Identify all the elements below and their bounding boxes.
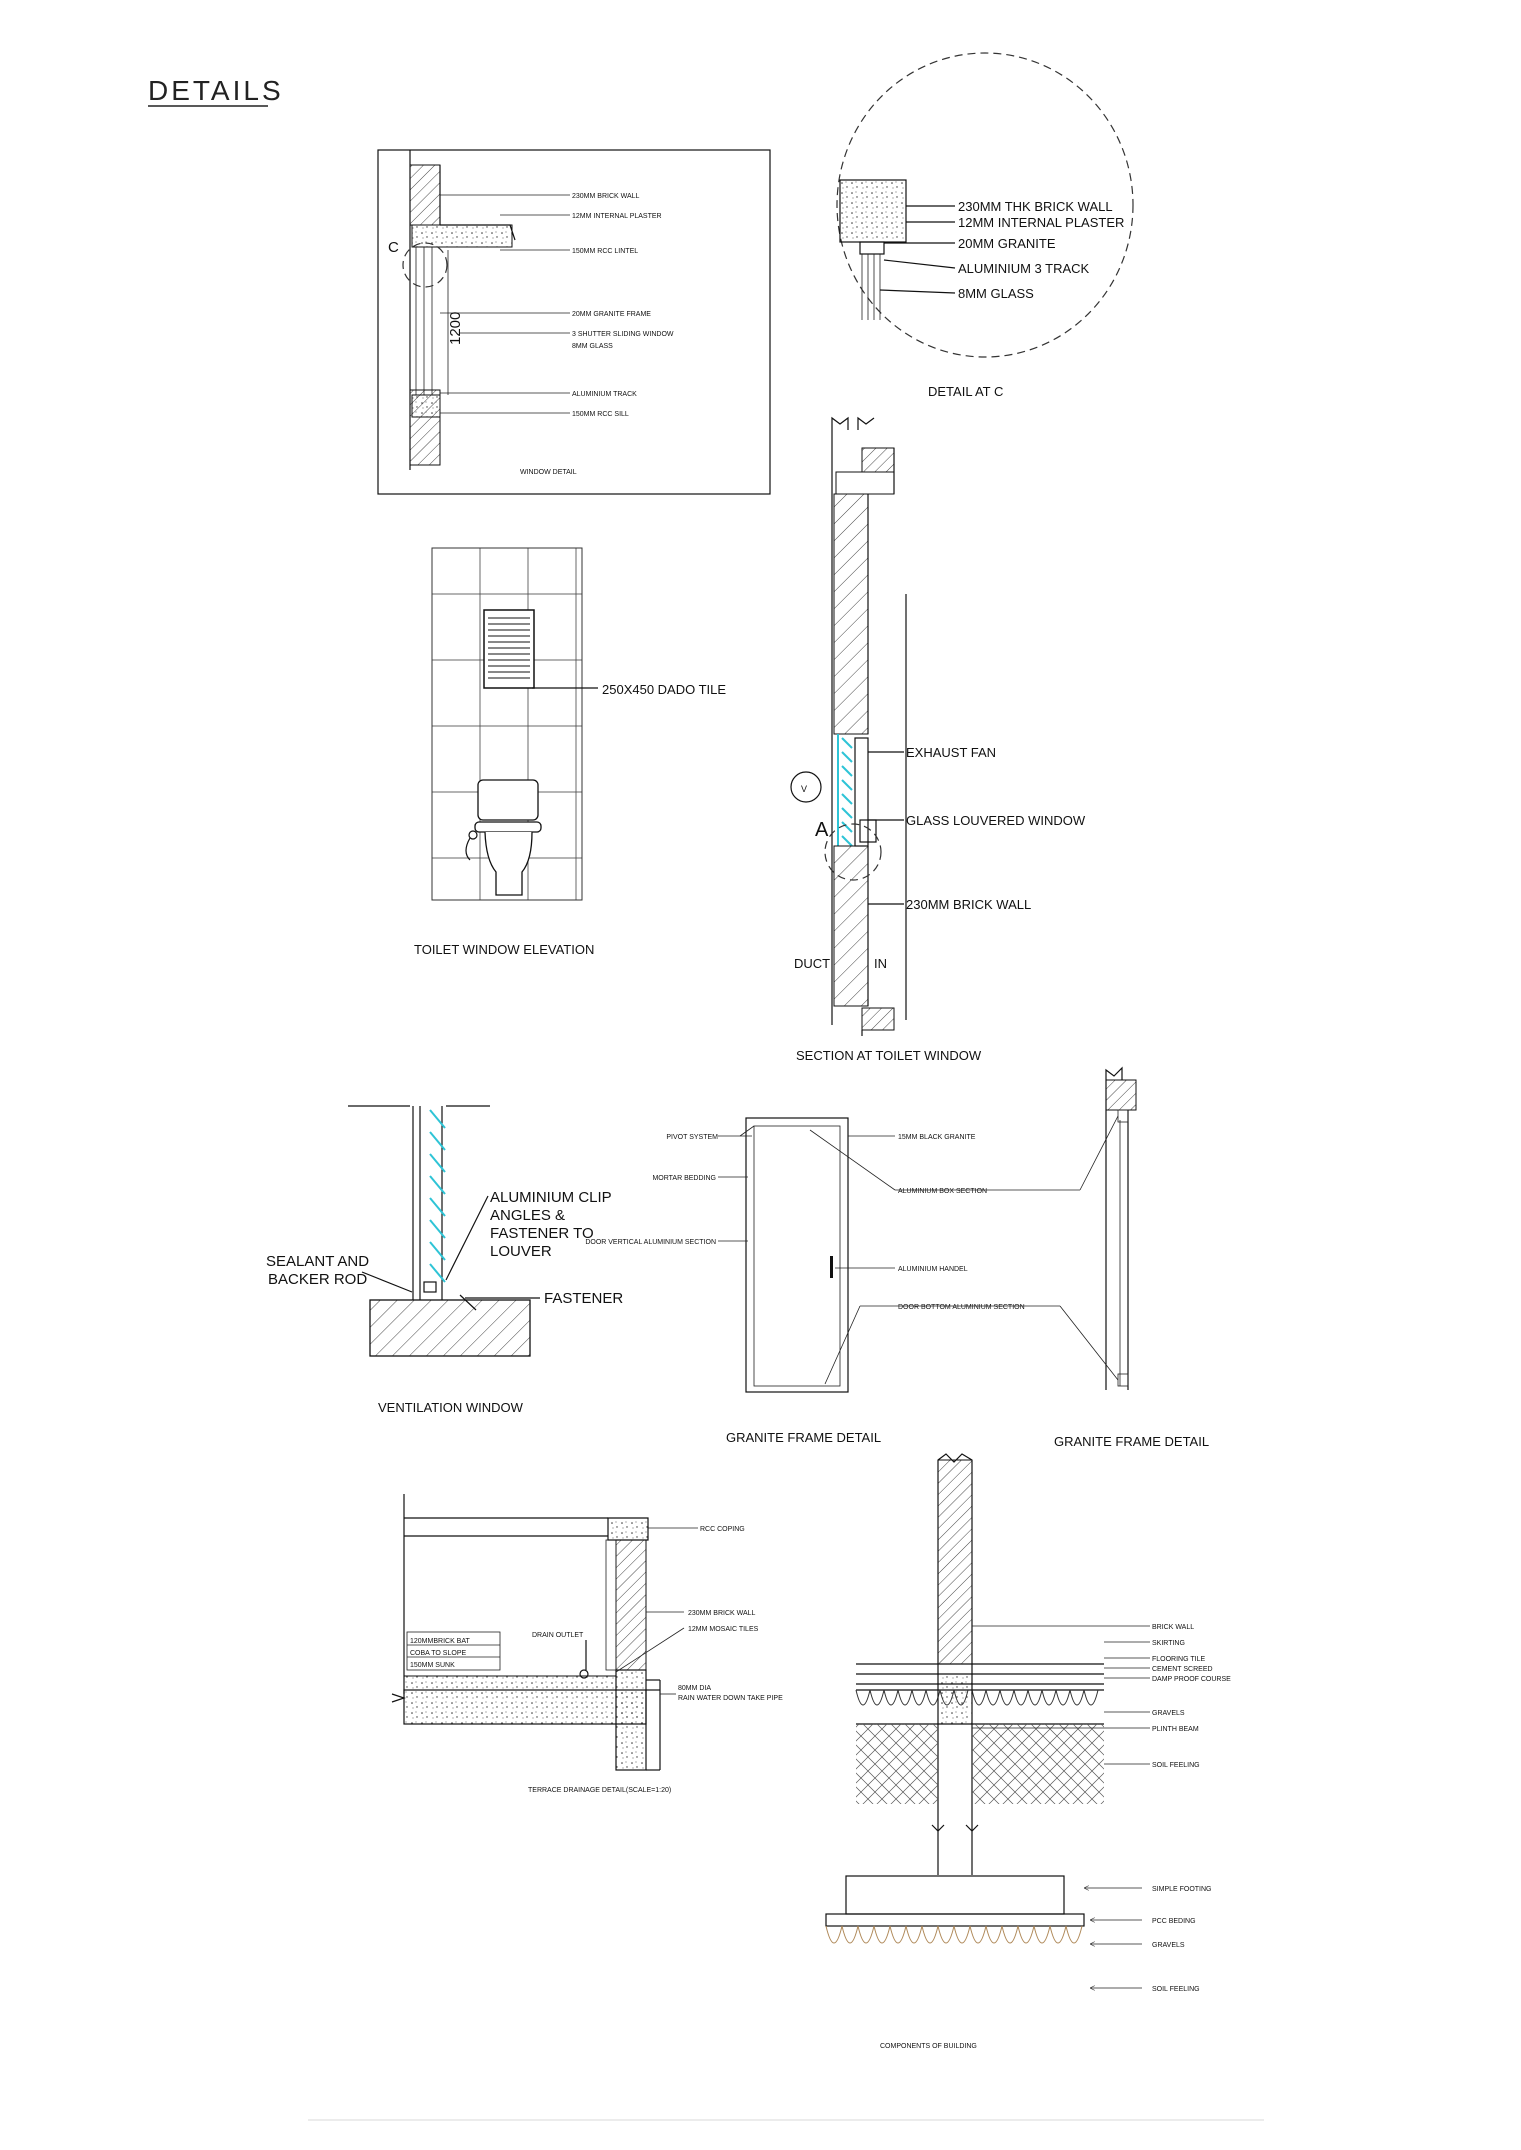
components-label-5: GRAVELS (1152, 1710, 1185, 1717)
window-dimension: 1200 (447, 312, 464, 345)
page-title: DETAILS (148, 75, 284, 106)
detail-c-label-4: 8MM GLASS (958, 286, 1034, 301)
toilet-section-label-0: EXHAUST FAN (906, 745, 996, 760)
a-mark: A (815, 819, 829, 841)
ventilation-sill (369, 1299, 531, 1357)
terrace-label-1: 230MM BRICK WALL (688, 1610, 756, 1617)
terrace-box-line-0: 120MMBRICK BAT (410, 1638, 470, 1645)
detail-at-c: 230MM THK BRICK WALL 12MM INTERNAL PLAST… (836, 52, 1134, 399)
window-detail: 1200 C 230MM BRICK WALL 12MM INTERNAL PL… (377, 149, 771, 495)
granite1-left-label-1: MORTAR BEDDING (652, 1175, 716, 1182)
v-mark: V (801, 784, 807, 794)
clip-line-3: LOUVER (490, 1243, 552, 1260)
window-label-2: 150MM RCC LINTEL (572, 248, 638, 255)
detail-c-label-0: 230MM THK BRICK WALL (958, 199, 1113, 214)
components-of-building: BRICK WALL SKIRTING FLOORING TILE CEMENT… (825, 1453, 1231, 2050)
toilet-section-caption: SECTION AT TOILET WINDOW (796, 1048, 982, 1063)
granite1-right-label-2: ALUMINIUM HANDEL (898, 1266, 968, 1273)
v-marker (790, 771, 822, 803)
callout-circle-c (402, 242, 448, 288)
window-label-4: 3 SHUTTER SLIDING WINDOW (572, 331, 674, 338)
granite-frame-detail-1: PIVOT SYSTEM MORTAR BEDDING DOOR VERTICA… (585, 1117, 1025, 1445)
in-label: IN (874, 956, 887, 971)
terrace-box-line-2: 150MM SUNK (410, 1662, 455, 1669)
clip-line-0: ALUMINIUM CLIP (490, 1189, 612, 1206)
ventilation-caption: VENTILATION WINDOW (378, 1400, 524, 1415)
granite1-left-label-2: DOOR VERTICAL ALUMINIUM SECTION (585, 1239, 716, 1246)
window-label-6: ALUMINIUM TRACK (572, 391, 637, 398)
components-label-11: SOIL FEELING (1152, 1986, 1200, 1993)
detail-c-label-1: 12MM INTERNAL PLASTER (958, 215, 1124, 230)
window-label-1: 12MM INTERNAL PLASTER (572, 213, 662, 220)
detail-c-boundary (836, 52, 1134, 358)
toilet-section-label-2: 230MM BRICK WALL (906, 897, 1031, 912)
terrace-label-3: 80MM DIA (678, 1685, 711, 1692)
components-label-10: GRAVELS (1152, 1942, 1185, 1949)
window-label-7: 150MM RCC SILL (572, 411, 629, 418)
window-label-5: 8MM GLASS (572, 343, 613, 350)
components-caption: COMPONENTS OF BUILDING (880, 2043, 977, 2050)
clip-line-2: FASTENER TO (490, 1225, 594, 1242)
detail-c-label-3: ALUMINIUM 3 TRACK (958, 261, 1090, 276)
components-label-4: DAMP PROOF COURSE (1152, 1676, 1231, 1683)
components-label-1: SKIRTING (1152, 1640, 1185, 1647)
granite1-right-label-0: 15MM BLACK GRANITE (898, 1134, 976, 1141)
clip-line-1: ANGLES & (490, 1207, 565, 1224)
louvered-window (483, 609, 535, 689)
duct-label: DUCT (794, 956, 830, 971)
granite1-right-label-3: DOOR BOTTOM ALUMINIUM SECTION (898, 1304, 1025, 1311)
sealant-line-0: SEALANT AND (266, 1253, 369, 1270)
components-label-7: SOIL FEELING (1152, 1762, 1200, 1769)
dado-tile-label: 250X450 DADO TILE (602, 682, 726, 697)
drain-outlet-label: DRAIN OUTLET (532, 1632, 584, 1639)
toilet-section-label-1: GLASS LOUVERED WINDOW (906, 813, 1086, 828)
granite-frame-detail-2: GRANITE FRAME DETAIL (895, 1066, 1209, 1449)
window-label-0: 230MM BRICK WALL (572, 193, 640, 200)
toilet-fixture (465, 779, 542, 896)
terrace-box-line-1: COBA TO SLOPE (410, 1650, 466, 1657)
granite2-caption: GRANITE FRAME DETAIL (1054, 1434, 1209, 1449)
components-label-8: SIMPLE FOOTING (1152, 1886, 1212, 1893)
terrace-label-4: RAIN WATER DOWN TAKE PIPE (678, 1695, 783, 1702)
terrace-label-0: RCC COPING (700, 1526, 745, 1533)
toilet-window-elevation: 250X450 DADO TILE TOILET WINDOW ELEVATIO… (414, 547, 726, 957)
window-label-3: 20MM GRANITE FRAME (572, 311, 651, 318)
callout-c: C (388, 239, 399, 256)
terrace-label-2: 12MM MOSAIC TILES (688, 1626, 759, 1633)
terrace-caption: TERRACE DRAINAGE DETAIL(SCALE=1:20) (528, 1787, 671, 1794)
window-detail-frame (377, 149, 771, 495)
page-heading: DETAILS (148, 75, 284, 107)
sealant-line-1: BACKER ROD (268, 1271, 367, 1288)
detail-c-label-2: 20MM GRANITE (958, 236, 1056, 251)
fastener-label: FASTENER (544, 1290, 623, 1307)
section-at-toilet-window: V A EXHAUST FAN GLASS LOUVERED WINDOW 23… (790, 416, 1086, 1063)
granite1-left-label-0: PIVOT SYSTEM (666, 1134, 718, 1141)
components-label-9: PCC BEDING (1152, 1918, 1196, 1925)
window-detail-caption: WINDOW DETAIL (520, 469, 577, 476)
toilet-elevation-caption: TOILET WINDOW ELEVATION (414, 942, 594, 957)
components-label-6: PLINTH BEAM (1152, 1726, 1199, 1733)
ventilation-window: ALUMINIUM CLIP ANGLES & FASTENER TO LOUV… (266, 1105, 623, 1415)
granite1-caption: GRANITE FRAME DETAIL (726, 1430, 881, 1445)
components-label-2: FLOORING TILE (1152, 1656, 1205, 1663)
callout-circle-a (824, 823, 882, 881)
terrace-drainage-detail: 120MMBRICK BAT COBA TO SLOPE 150MM SUNK … (391, 1494, 783, 1794)
detail-c-caption: DETAIL AT C (928, 384, 1003, 399)
components-label-0: BRICK WALL (1152, 1624, 1194, 1631)
components-label-3: CEMENT SCREED (1152, 1666, 1213, 1673)
granite1-right-label-1: ALUMINIUM BOX SECTION (898, 1188, 987, 1195)
